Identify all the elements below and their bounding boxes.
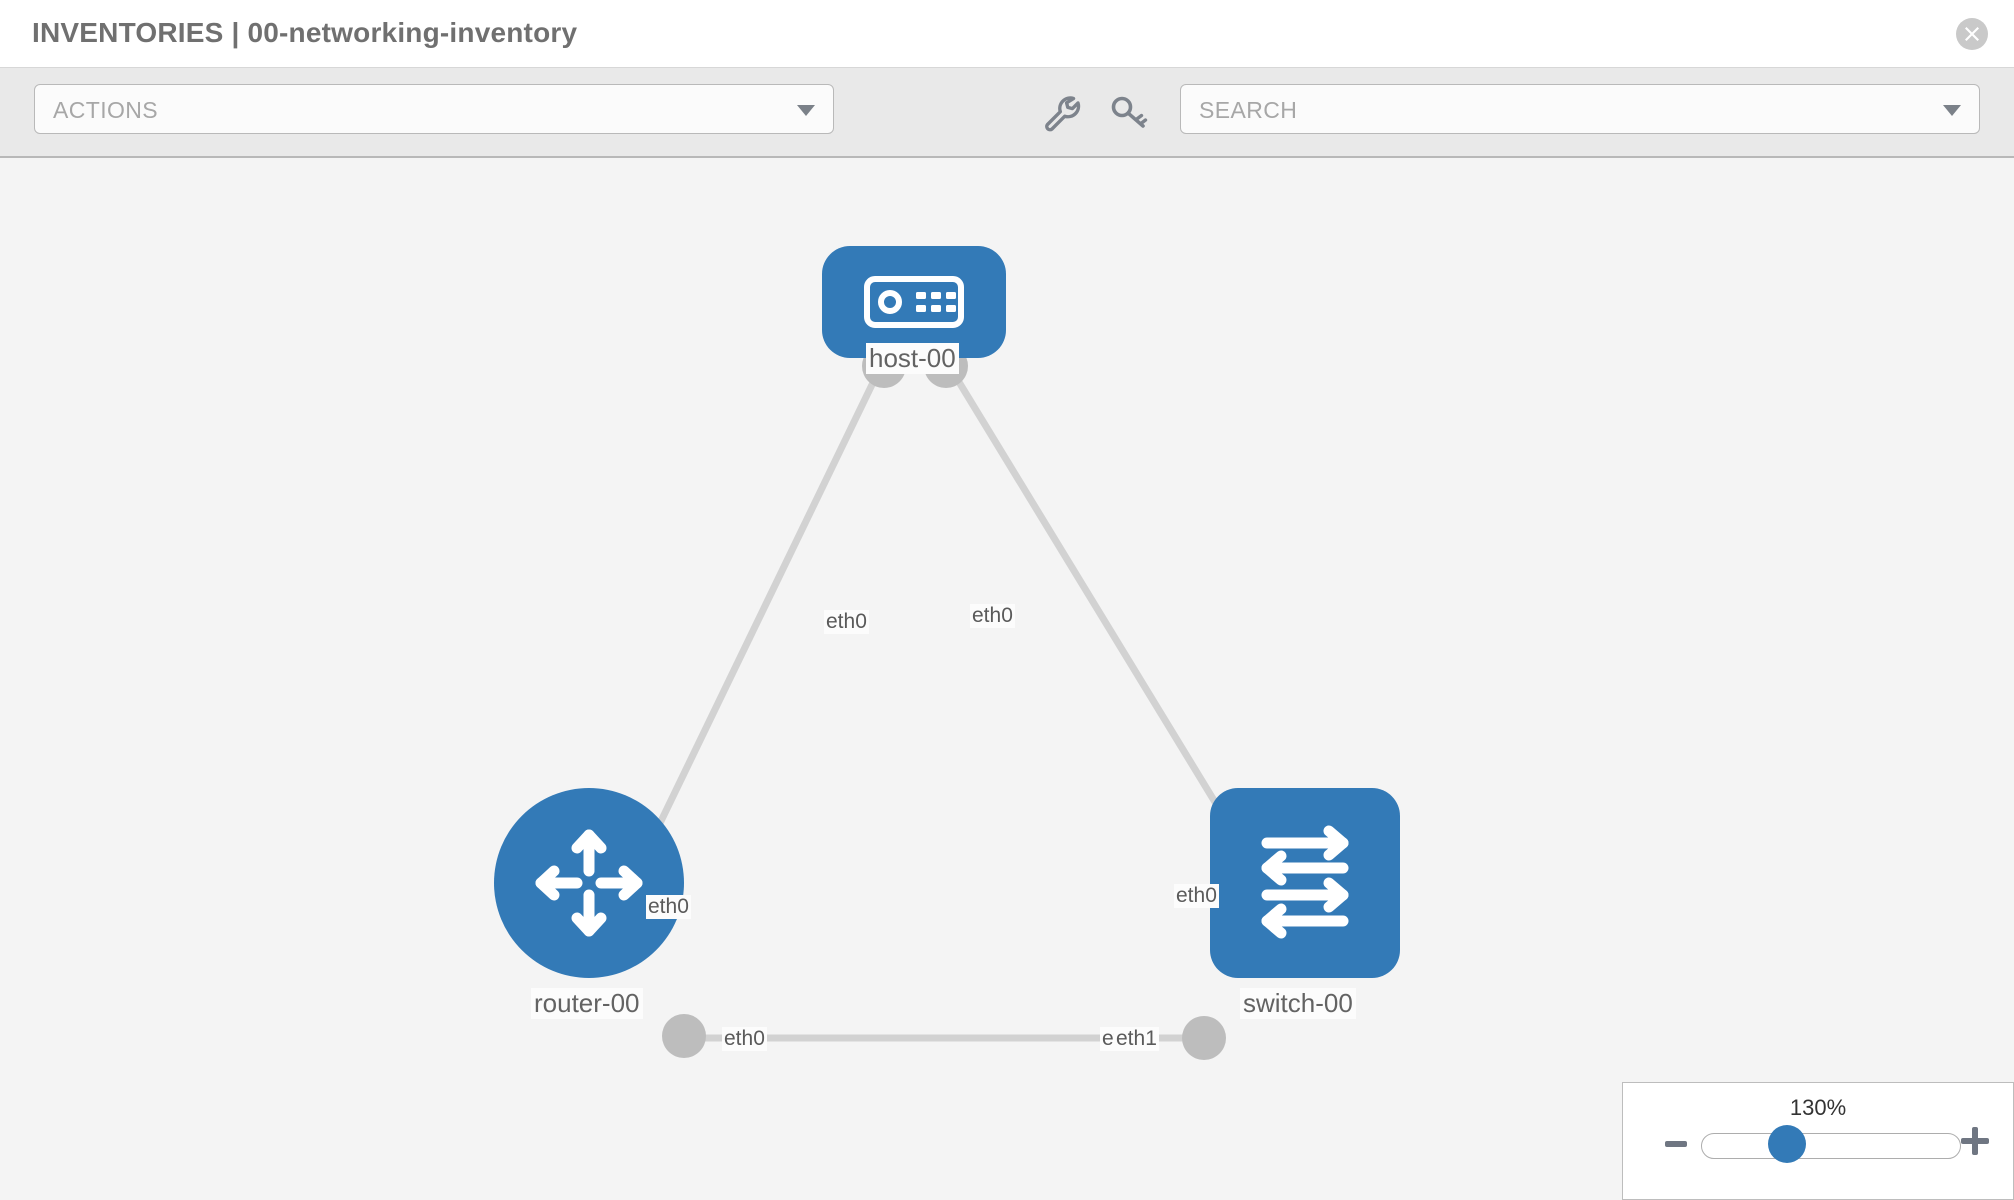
- edge-label-switch-host-if: eth0: [1174, 884, 1219, 908]
- wrench-icon[interactable]: [1040, 92, 1084, 132]
- page-header: INVENTORIES | 00-networking-inventory: [0, 0, 2014, 68]
- close-icon[interactable]: [1956, 18, 1988, 50]
- edge-label-switch-router-if-eth1: eth1: [1114, 1027, 1159, 1051]
- topology-canvas[interactable]: host-00 router-00: [0, 158, 2014, 1200]
- search-input[interactable]: SEARCH: [1180, 84, 1980, 134]
- zoom-level-value: 130%: [1789, 1095, 1847, 1120]
- router-00-shape[interactable]: [494, 788, 684, 978]
- topology-edges: [644, 344, 1254, 1060]
- zoom-slider-thumb[interactable]: [1768, 1125, 1806, 1163]
- switch-icon: [1261, 825, 1349, 939]
- edge-label-host-switch-if: eth0: [970, 604, 1015, 628]
- zoom-control-panel: 130%: [1622, 1082, 2014, 1200]
- server-icon: [864, 276, 964, 328]
- key-icon[interactable]: [1108, 92, 1152, 132]
- switch-00-label: switch-00: [1240, 988, 1356, 1019]
- minus-icon[interactable]: [1663, 1131, 1689, 1162]
- router-icon: [535, 829, 643, 937]
- chevron-down-icon: [797, 105, 815, 116]
- edge-label-router-switch-if: eth0: [722, 1027, 767, 1051]
- edge-label-router-host-if: eth0: [646, 895, 691, 919]
- actions-dropdown[interactable]: ACTIONS: [34, 84, 834, 134]
- search-placeholder: SEARCH: [1199, 97, 1298, 123]
- plus-icon[interactable]: [1959, 1125, 1991, 1162]
- actions-dropdown-label: ACTIONS: [53, 97, 159, 123]
- zoom-slider[interactable]: [1701, 1133, 1961, 1159]
- host-00-label: host-00: [866, 343, 959, 374]
- chevron-down-icon: [1943, 105, 1961, 116]
- page-title: INVENTORIES | 00-networking-inventory: [32, 17, 578, 48]
- host-00-shape[interactable]: [822, 246, 1006, 358]
- router-00-label: router-00: [531, 988, 643, 1019]
- edge-label-host-router-if: eth0: [824, 610, 869, 634]
- switch-00-shape[interactable]: [1210, 788, 1400, 978]
